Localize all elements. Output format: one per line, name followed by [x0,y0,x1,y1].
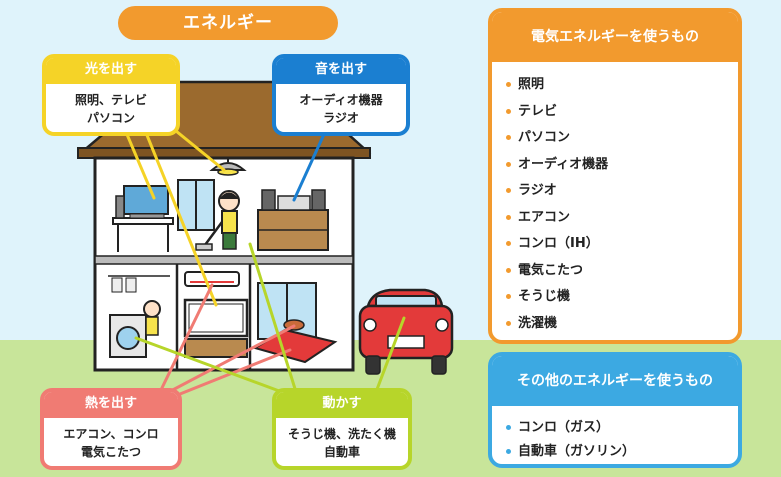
bullet-dot [506,108,511,114]
callout-sound-line2: ラジオ [323,111,359,125]
bullet-dot [506,320,511,326]
speaker-right [311,189,326,211]
other-panel-title: その他のエネルギーを使うもの [492,356,738,406]
bullet-dot [506,425,511,430]
callout-heat-title: 熱を出す [44,392,178,418]
vacuum-hose [203,221,224,246]
callout-light-line2: パソコン [86,111,135,125]
energy-title: エネルギー [118,6,338,40]
callout-sound-line1: オーディオ機器 [299,93,383,107]
callout-heat-line2: 電気こたつ [80,445,141,459]
callout-heat-line1: エアコン、コンロ [63,427,159,441]
line-move-washer [134,336,292,397]
list-item: 電気こたつ [506,258,738,285]
line-heat-ac [158,283,214,394]
line-sound-stereo [292,130,327,202]
list-item-label: コンロ（IH） [518,236,599,251]
line-heat-stove [163,324,296,396]
bullet-dot [506,267,511,273]
list-item: 自動車（ガソリン） [506,440,738,464]
callout-light: 光を出す 照明、テレビ パソコン [42,54,180,136]
callout-heat: 熱を出す エアコン、コンロ 電気こたつ [40,388,182,470]
tv-stand [184,338,248,358]
bullet-dot [506,214,511,220]
callout-move-line1: そうじ機、洗たく機 [287,427,396,441]
callout-sound-title: 音を出す [276,58,406,84]
line-light-tv [138,116,218,307]
electric-energy-panel: 電気エネルギーを使うもの 照明テレビパソコンオーディオ機器ラジオエアコンコンロ（… [488,8,742,344]
list-item: パソコン [506,125,738,152]
list-item: 洗濯機 [506,311,738,338]
list-item: コンロ（IH） [506,231,738,258]
list-item-label: 自動車（ガソリン） [518,444,636,459]
callout-sound: 音を出す オーディオ機器 ラジオ [272,54,410,136]
line-move-car [374,316,406,394]
bullet-dot [506,449,511,454]
bullet-dot [506,241,511,247]
list-item: ラジオ [506,178,738,205]
computer-monitor [123,185,169,215]
car [358,288,454,375]
list-item: そうじ機 [506,284,738,311]
callout-move: 動かす そうじ機、洗たく機 自動車 [272,388,412,470]
bullet-dot [506,82,511,88]
bullet-dot [506,294,511,300]
bullet-dot [506,161,511,167]
electric-item-list: 照明テレビパソコンオーディオ機器ラジオエアコンコンロ（IH） 電気こたつそうじ機洗… [492,62,738,337]
callout-move-title: 動かす [276,392,408,418]
callout-light-title: 光を出す [46,58,176,84]
callout-light-line1: 照明、テレビ [74,93,147,107]
list-item: コンロ（ガス） [506,416,738,440]
list-item-label: コンロ（ガス） [518,420,610,435]
other-item-list: コンロ（ガス） 自動車（ガソリン） [492,406,738,464]
other-energy-panel: その他のエネルギーを使うもの コンロ（ガス） 自動車（ガソリン） [488,352,742,468]
connector-lines [118,116,406,400]
bullet-dot [506,188,511,194]
bullet-dot [506,135,511,141]
desk [112,217,174,225]
list-item: テレビ [506,99,738,126]
list-item-label: 電気こたつ [518,262,584,278]
person-laundry [143,300,161,318]
list-item: エアコン [506,205,738,232]
list-item-label: テレビ [518,103,558,119]
callout-move-line2: 自動車 [323,445,360,459]
line-move-vacuum [248,242,298,394]
list-item-label: 照明 [518,77,545,92]
speaker-left [261,189,276,211]
stereo [277,195,311,211]
list-item-label: そうじ機 [518,289,571,304]
list-item-label: エアコン [518,209,571,225]
electric-panel-title: 電気エネルギーを使うもの [492,12,738,62]
list-item: オーディオ機器 [506,152,738,179]
list-item-label: 洗濯機 [518,315,558,331]
list-item-label: パソコン [518,130,571,145]
list-item-label: オーディオ機器 [518,156,609,172]
list-item-label: ラジオ [518,183,557,198]
list-item: 照明 [506,72,738,99]
